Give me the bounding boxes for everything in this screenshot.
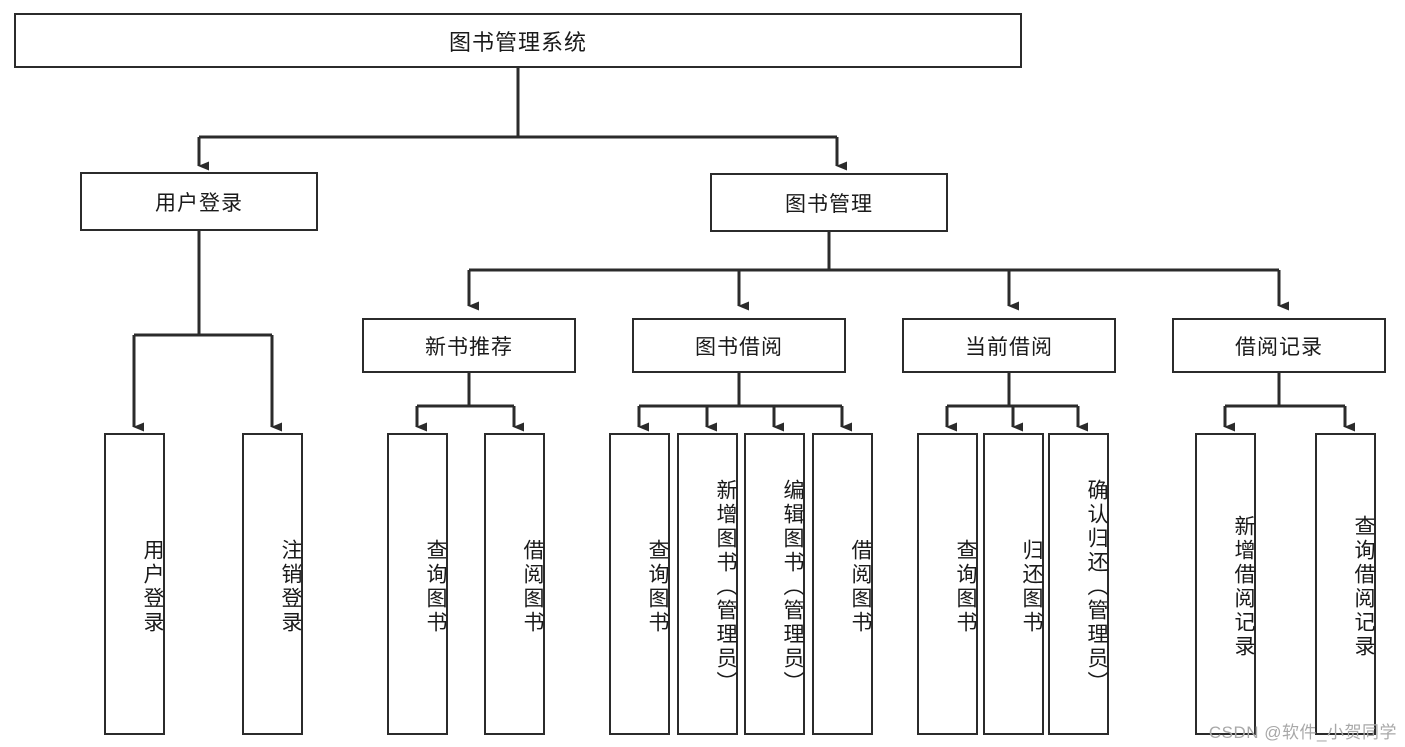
node-leaf-query-book-2-label: 查询图书 bbox=[646, 539, 669, 635]
node-root-label: 图书管理系统 bbox=[448, 29, 587, 55]
node-book-borrow-label: 图书借阅 bbox=[695, 335, 783, 359]
node-root[interactable]: 图书管理系统 bbox=[14, 13, 1022, 68]
node-new-book-rec[interactable]: 新书推荐 bbox=[362, 318, 576, 373]
node-leaf-confirm-return[interactable]: 确认归还（管理员） bbox=[1048, 433, 1109, 735]
node-leaf-query-record[interactable]: 查询借阅记录 bbox=[1315, 433, 1376, 735]
node-current-borrow[interactable]: 当前借阅 bbox=[902, 318, 1116, 373]
node-leaf-confirm-return-label: 确认归还（管理员） bbox=[1085, 479, 1108, 695]
node-leaf-logout[interactable]: 注销登录 bbox=[242, 433, 303, 735]
node-leaf-edit-book[interactable]: 编辑图书（管理员） bbox=[744, 433, 805, 735]
node-book-manage-label: 图书管理 bbox=[785, 192, 873, 216]
node-current-borrow-label: 当前借阅 bbox=[965, 335, 1053, 359]
node-leaf-query-book-3[interactable]: 查询图书 bbox=[917, 433, 978, 735]
node-user-login-label: 用户登录 bbox=[155, 191, 243, 215]
node-leaf-query-record-label: 查询借阅记录 bbox=[1352, 515, 1375, 659]
node-leaf-add-book-label: 新增图书（管理员） bbox=[714, 479, 737, 695]
node-leaf-return-book-label: 归还图书 bbox=[1020, 539, 1043, 635]
node-leaf-add-book[interactable]: 新增图书（管理员） bbox=[677, 433, 738, 735]
node-leaf-logout-label: 注销登录 bbox=[279, 539, 302, 635]
node-leaf-return-book[interactable]: 归还图书 bbox=[983, 433, 1044, 735]
node-new-book-rec-label: 新书推荐 bbox=[425, 335, 513, 359]
node-leaf-borrow-book-2[interactable]: 借阅图书 bbox=[812, 433, 873, 735]
node-borrow-record-label: 借阅记录 bbox=[1235, 335, 1323, 359]
node-leaf-query-book-1[interactable]: 查询图书 bbox=[387, 433, 448, 735]
node-leaf-borrow-book-1-label: 借阅图书 bbox=[521, 539, 544, 635]
node-leaf-user-login[interactable]: 用户登录 bbox=[104, 433, 165, 735]
node-leaf-user-login-label: 用户登录 bbox=[141, 539, 164, 635]
node-user-login[interactable]: 用户登录 bbox=[80, 172, 318, 231]
node-borrow-record[interactable]: 借阅记录 bbox=[1172, 318, 1386, 373]
node-leaf-borrow-book-2-label: 借阅图书 bbox=[849, 539, 872, 635]
csdn-watermark: CSDN @软件_小贺同学 bbox=[1208, 723, 1397, 742]
node-leaf-borrow-book-1[interactable]: 借阅图书 bbox=[484, 433, 545, 735]
node-leaf-edit-book-label: 编辑图书（管理员） bbox=[781, 479, 804, 695]
node-leaf-add-record[interactable]: 新增借阅记录 bbox=[1195, 433, 1256, 735]
node-book-manage[interactable]: 图书管理 bbox=[710, 173, 948, 232]
node-book-borrow[interactable]: 图书借阅 bbox=[632, 318, 846, 373]
node-leaf-query-book-3-label: 查询图书 bbox=[954, 539, 977, 635]
node-leaf-add-record-label: 新增借阅记录 bbox=[1232, 515, 1255, 659]
node-leaf-query-book-2[interactable]: 查询图书 bbox=[609, 433, 670, 735]
node-leaf-query-book-1-label: 查询图书 bbox=[424, 539, 447, 635]
